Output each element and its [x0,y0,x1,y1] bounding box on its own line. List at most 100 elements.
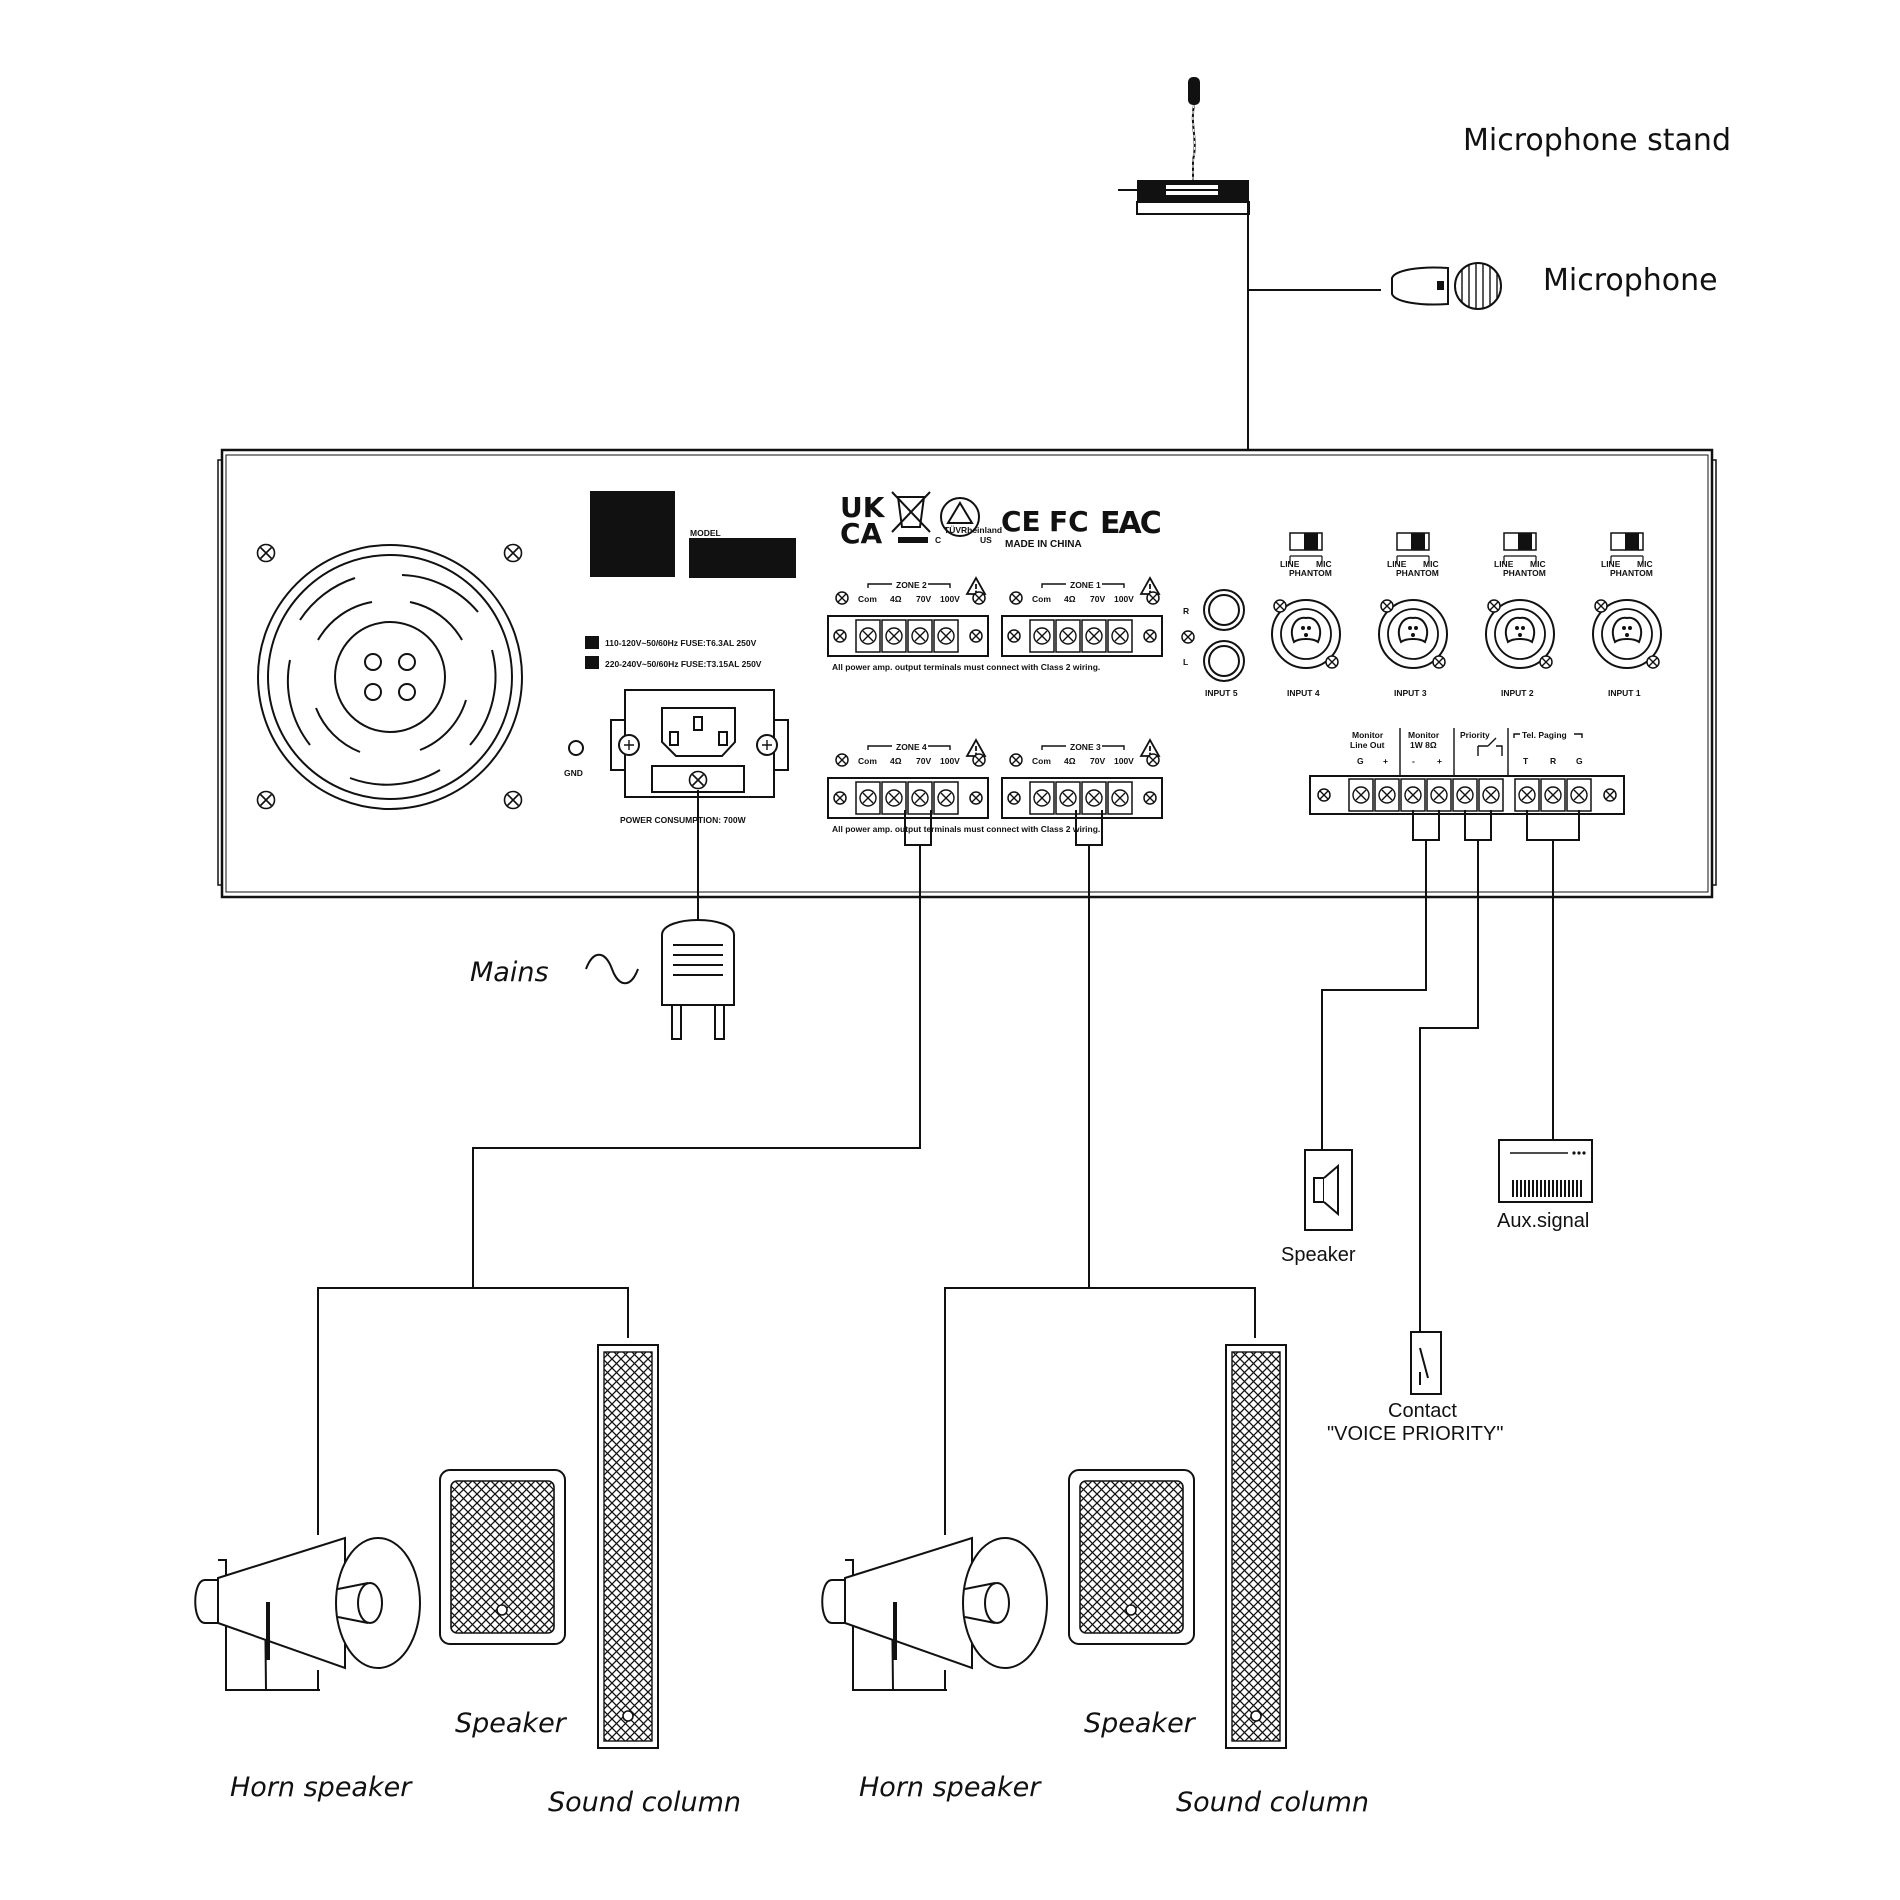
input-3-label: INPUT 3 [1394,688,1427,698]
microphone-stand-label: Microphone stand [1463,123,1731,158]
box-speaker-left-label: Speaker [455,1708,568,1739]
tel-paging-wire [1526,810,1580,1140]
svg-text:4Ω: 4Ω [890,594,902,604]
sound-column-right-icon [1225,1344,1287,1749]
input-1-label: INPUT 1 [1608,688,1641,698]
sound-column-left-icon [597,1344,659,1749]
model-label: MODEL [690,528,721,538]
svg-text:Com: Com [1032,756,1051,766]
weee-bin-icon [891,491,931,543]
ukca-ca: CA [840,517,883,550]
box-speaker-right-icon [1068,1469,1195,1645]
svg-text:Line Out: Line Out [1350,740,1385,750]
svg-text:T: T [1523,756,1529,766]
svg-text:MIC: MIC [1530,559,1546,569]
svg-text:100V: 100V [940,594,960,604]
input-2-combo: LINE MIC PHANTOM [1486,532,1554,668]
class2-note-lower: All power amp. output terminals must con… [832,824,1100,834]
svg-text:G: G [1576,756,1583,766]
svg-text:100V: 100V [1114,756,1134,766]
svg-text:ZONE 3: ZONE 3 [1070,742,1101,752]
svg-text:PHANTOM: PHANTOM [1610,568,1653,578]
svg-text:4Ω: 4Ω [1064,756,1076,766]
zone-3-block: ZONE 3 Com 4Ω 70V 100V [1002,739,1162,818]
zone-3-wire [944,810,1256,1535]
svg-text:L: L [1183,657,1188,667]
svg-text:LINE: LINE [1387,559,1407,569]
eac-mark: EAC [1100,506,1161,541]
sound-column-right-label: Sound column [1176,1787,1369,1818]
ce-mark: CE [1001,505,1041,538]
priority-contact-icon [1410,1331,1442,1395]
certification-marks: UK CA TÜVRheinland C US CE FC EAC MADE I… [840,491,1163,550]
svg-text:PHANTOM: PHANTOM [1289,568,1332,578]
svg-text:R: R [1183,606,1189,616]
horn-speaker-left-icon [194,1536,421,1691]
voltage-2-label: 220-240V~50/60Hz FUSE:T3.15AL 250V [605,659,762,669]
microphone-label: Microphone [1543,263,1718,298]
cooling-fan [256,543,523,810]
contact-label-2: "VOICE PRIORITY" [1327,1423,1503,1445]
svg-text:1W 8Ω: 1W 8Ω [1410,740,1437,750]
svg-text:MIC: MIC [1637,559,1653,569]
amplifier-rear-panel [217,448,1717,899]
svg-text:ZONE 2: ZONE 2 [896,580,927,590]
svg-text:G: G [1357,756,1364,766]
svg-text:Com: Com [1032,594,1051,604]
svg-text:LINE: LINE [1601,559,1621,569]
svg-text:-: - [1412,756,1415,766]
made-in-label: MADE IN CHINA [1005,539,1082,550]
svg-text:+: + [1383,756,1388,766]
input-1-combo: LINE MIC PHANTOM [1593,532,1661,668]
input-2-label: INPUT 2 [1501,688,1534,698]
svg-text:Priority: Priority [1460,730,1490,740]
tuv-mark-icon: TÜVRheinland C US [935,497,1002,545]
microphone-stand-icon [1136,77,1250,215]
svg-text:70V: 70V [916,756,931,766]
svg-text:MIC: MIC [1423,559,1439,569]
mains-plug-icon [585,919,735,1040]
box-speaker-right-label: Speaker [1084,1708,1197,1739]
svg-text:100V: 100V [940,756,960,766]
model-plate [689,538,796,578]
svg-text:100V: 100V [1114,594,1134,604]
monitor-speaker-icon [1304,1149,1353,1231]
svg-text:70V: 70V [916,594,931,604]
power-inlet-icon [610,689,789,798]
svg-text:+: + [1437,756,1442,766]
label-block [590,491,675,577]
zone-2-block: ZONE 2 Com 4Ω 70V 100V [828,577,988,656]
input-3-combo: LINE MIC PHANTOM [1379,532,1447,668]
horn-speaker-right-icon [821,1536,1048,1691]
svg-text:MIC: MIC [1316,559,1332,569]
zone-1-block: ZONE 1 Com 4Ω 70V 100V [1002,577,1162,656]
input-5-label: INPUT 5 [1205,688,1238,698]
ukca-uk: UK [840,491,886,524]
svg-text:ZONE 1: ZONE 1 [1070,580,1101,590]
svg-text:70V: 70V [1090,756,1105,766]
svg-text:Monitor: Monitor [1408,730,1440,740]
microphone-icon [1391,262,1502,310]
svg-text:LINE: LINE [1280,559,1300,569]
contact-label-1: Contact [1388,1400,1457,1422]
svg-text:ZONE 4: ZONE 4 [896,742,927,752]
input-4-combo: LINE MIC PHANTOM [1272,532,1340,668]
gnd-terminal [568,740,584,756]
voltage-1-label: 110-120V~50/60Hz FUSE:T6.3AL 250V [605,638,757,648]
svg-text:Tel. Paging: Tel. Paging [1522,730,1567,740]
mains-label: Mains [470,957,549,988]
svg-text:C: C [935,535,941,545]
svg-text:US: US [980,535,992,545]
box-speaker-left-icon [439,1469,566,1645]
horn-speaker-right-label: Horn speaker [859,1772,1042,1803]
control-terminal-strip: Monitor Line Out Monitor 1W 8Ω Priority … [1309,728,1625,815]
svg-text:4Ω: 4Ω [890,756,902,766]
input-4-label: INPUT 4 [1287,688,1320,698]
svg-text:Com: Com [858,594,877,604]
svg-text:Monitor: Monitor [1352,730,1384,740]
aux-signal-icon [1498,1139,1593,1203]
input-5-rca: R L [1181,589,1245,682]
zone-4-wire [317,810,932,1535]
monitor-speaker-label: Speaker [1281,1244,1356,1266]
